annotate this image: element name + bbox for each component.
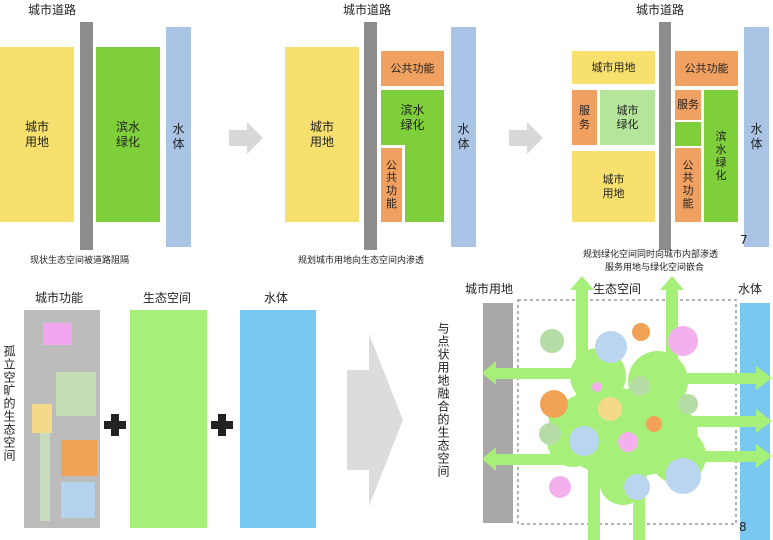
patch-orange [61,440,97,476]
right-eco-space-label: 生态空间 [593,282,642,296]
arrow-right-icon [509,122,543,154]
integrated-eco-diagram [482,276,772,540]
public-function-side-block: 公 共 功 能 [381,148,402,222]
urban-land-block: 城市 用地 [285,47,359,222]
plus-icon [211,414,233,436]
page-number-8: 8 [739,520,747,534]
urban-green-block: 城市 绿化 [600,90,655,145]
service-small-block: 服务 [675,90,701,120]
eco-space-label: 生态空间 [143,291,192,305]
arrow-right-icon [347,334,403,506]
road-label-3: 城市道路 [636,3,685,17]
service-block: 服 务 [572,90,597,145]
road-label-1: 城市道路 [28,3,77,17]
eco-boundary [517,299,737,525]
patch-blue [61,482,95,518]
water-block: 水 体 [451,27,476,247]
water-block: 水 体 [166,27,191,247]
land-patches [539,323,701,500]
waterfront-green-block: 滨水 绿化 [381,90,444,145]
right-urban-land-label: 城市用地 [465,282,514,296]
water-block: 水 体 [744,27,769,247]
patch-yellow [32,404,52,433]
waterfront-green-left [675,122,701,146]
public-function-block: 公共功能 [675,51,738,86]
arrow-right-icon [229,122,263,154]
middle-vertical-caption: 与点状用地融合的生态空间 [436,322,450,478]
urban-function-label: 城市功能 [35,291,84,305]
urban-land-bottom-block: 城市 用地 [572,151,655,222]
caption-3-line-2: 服务用地与绿化空间嵌合 [605,263,705,273]
water-label: 水体 [264,291,289,305]
plus-icon [104,414,126,436]
urban-land-block: 城市 用地 [0,47,74,222]
road-bar [364,22,377,250]
caption-3-line-1: 规划绿化空间同时向城市内部渗透 [583,250,719,260]
road-bar [80,22,93,250]
waterfront-green-block: 滨水 绿化 [96,47,160,222]
patch-pink [43,323,72,345]
arrow-heads [482,276,772,471]
caption-2: 规划城市用地向生态空间内渗透 [298,256,425,266]
road-label-2: 城市道路 [343,3,392,17]
eco-space-block [130,310,207,528]
water-block [240,310,316,528]
green-network [492,286,760,540]
public-function-block: 公共功能 [381,51,444,86]
caption-1: 现状生态空间被道路阻隔 [30,256,130,266]
urban-land-top-block: 城市用地 [572,51,655,84]
urban-function-box [24,310,100,528]
waterfront-green-lower [405,145,444,222]
right-water-label: 水体 [738,282,763,296]
patch-light-green [56,372,96,416]
road-bar [659,22,671,250]
page-number-7: 7 [740,233,748,247]
patch-green-strip [40,433,50,521]
urban-land-bar [483,303,513,523]
left-vertical-caption: 孤立空旷的生态空间 [2,345,16,462]
public-function-side-block: 公 共 功 能 [675,148,701,222]
waterfront-green-block: 滨 水 绿 化 [704,90,738,222]
